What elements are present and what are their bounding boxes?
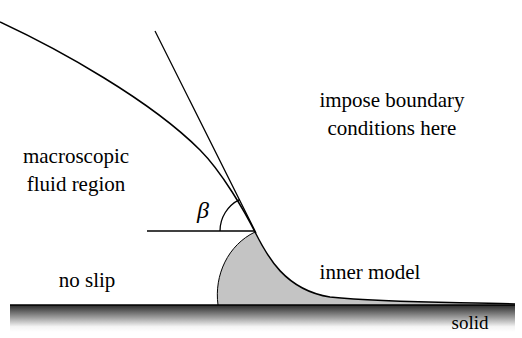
horizontal-line [147, 230, 255, 231]
region-label: inner model [305, 258, 435, 286]
fluid-interface [0, 22, 515, 304]
boundary-condition-label: no slip [42, 266, 132, 294]
angle-symbol: β [192, 196, 214, 224]
inner-region-boundary [217, 232, 255, 305]
region-label: impose boundary conditions here [292, 86, 492, 142]
wall-label: solid [430, 309, 510, 337]
solid-surface [10, 304, 515, 306]
tangent-line [155, 31, 256, 233]
solid-wall [10, 305, 515, 332]
region-label: macroscopic fluid region [8, 142, 144, 198]
inner-region [217, 232, 515, 305]
angle-arc [220, 200, 240, 231]
